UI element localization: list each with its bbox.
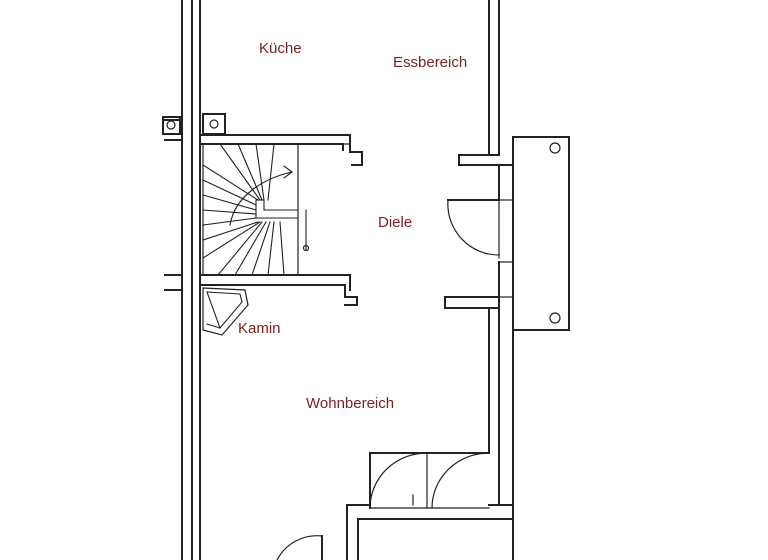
terrace-door <box>369 452 490 509</box>
room-label-hall: Diele <box>378 214 413 231</box>
entrance-door <box>447 199 500 259</box>
living-right-wall <box>444 296 500 506</box>
room-label-living: Wohnbereich <box>306 395 395 412</box>
left-wall-stubs <box>164 119 183 291</box>
room-label-fireplace: Kamin <box>238 320 281 337</box>
entrance-canopy <box>512 136 570 331</box>
dining-right-wall <box>458 0 514 166</box>
column-marker-kitchen <box>202 113 226 135</box>
fireplace-symbol <box>202 287 249 336</box>
room-label-dining: Essbereich <box>393 54 468 71</box>
entrance-wall <box>498 136 514 560</box>
room-label-kitchen: Küche <box>259 40 302 57</box>
bottom-door <box>276 535 323 560</box>
column-marker-left <box>162 116 181 135</box>
bottom-wall <box>346 504 514 560</box>
left-exterior-wall <box>181 0 201 560</box>
staircase <box>202 143 310 276</box>
stair-bottom-wall <box>199 274 358 306</box>
